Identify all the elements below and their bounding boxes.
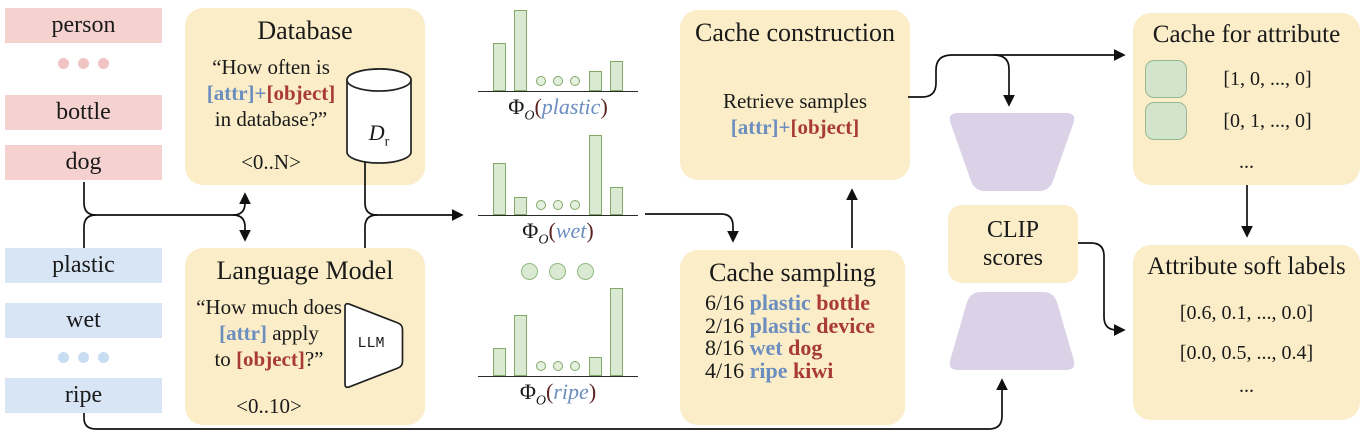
cache-for-attribute-title: Cache for attribute: [1152, 21, 1341, 48]
histogram-label: ΦO(wet): [522, 218, 594, 248]
histogram-bar: [610, 187, 623, 215]
language-model-question: “How much does [attr] apply to [object]?…: [196, 295, 342, 371]
attribute-box: wet: [5, 303, 162, 338]
arrow-clip-scores-to-soft-labels: [1078, 242, 1126, 336]
histogram-label: ΦO(plastic): [508, 94, 608, 124]
histogram-bar: [589, 71, 602, 91]
clip-scores-line1: CLIP: [986, 217, 1039, 243]
database-output-range: <0..N>: [241, 150, 301, 174]
histogram-bar: [514, 315, 527, 376]
cache-construction-text: Retrieve samples [attr]+[object]: [722, 89, 868, 139]
histogram-plastic: ΦO(plastic): [478, 0, 638, 123]
database-panel: Database “How often is [attr]+[object] i…: [185, 8, 425, 185]
cache-construction-panel: Cache construction Retrieve samples [att…: [680, 10, 910, 180]
language-model-output-range: <0..10>: [236, 394, 302, 418]
attribute-box: ripe: [5, 378, 162, 413]
object-box: bottle: [5, 95, 162, 130]
histogram-label: ΦO(ripe): [519, 379, 597, 409]
object-box: dog: [5, 145, 162, 180]
cache-vectors-ellipsis: ...: [1239, 151, 1254, 173]
arrow-histograms-to-cache-sampling: [645, 213, 739, 243]
text-encoder-label: ft: [1005, 315, 1019, 346]
visual-encoder-label: fv: [1004, 136, 1020, 167]
histogram-bar: [514, 197, 527, 215]
line-language-model-to-histograms: [364, 214, 378, 248]
histograms-ellipsis-dots: [521, 263, 594, 280]
histogram-bar: [589, 357, 602, 376]
clip-scores-box: CLIP scores: [948, 205, 1078, 283]
cache-sampling-row: 4/16 ripe kiwi: [705, 357, 834, 383]
histogram-bar: [589, 135, 602, 215]
soft-label-rows: [0.6, 0.1, ..., 0.0] [0.0, 0.5, ..., 0.4]: [1133, 293, 1360, 373]
cache-sampling-row: 2/16 plastic device: [705, 312, 875, 338]
language-model-title: Language Model: [216, 256, 394, 285]
database-cylinder-icon: Dr: [343, 66, 415, 168]
histogram-ellipsis-dots: [536, 361, 580, 371]
objects-ellipsis-dots: [5, 58, 162, 69]
histogram-bar: [493, 163, 506, 215]
cylinder-label: Dr: [368, 120, 390, 150]
arrow-branch-to-visual-encoder: [993, 54, 1015, 107]
language-model-panel: Language Model “How much does [attr] app…: [185, 248, 425, 425]
cached-sample-square: [1145, 60, 1187, 98]
histogram-ellipsis-dots: [536, 76, 580, 86]
attribute-soft-labels-title: Attribute soft labels: [1147, 253, 1346, 280]
soft-label-row: [0.6, 0.1, ..., 0.0]: [1179, 302, 1314, 324]
histogram-ellipsis-dots: [536, 200, 580, 210]
database-title: Database: [257, 16, 353, 45]
arrow-dog-to-merge: [83, 182, 251, 216]
cache-vector-row: [1, 0, ..., 0]: [1145, 58, 1348, 100]
histogram-ripe: ΦO(ripe): [478, 281, 638, 408]
cache-vector-row: [0, 1, ..., 0]: [1145, 100, 1348, 142]
llm-chip-label: LLM: [357, 335, 385, 352]
clip-scores-line2: scores: [983, 245, 1043, 271]
attribute-box: plastic: [5, 248, 162, 283]
cache-sampling-row: 8/16 wet dog: [705, 335, 823, 360]
cache-construction-title: Cache construction: [695, 18, 895, 47]
histogram-bar: [493, 43, 506, 91]
object-box: person: [5, 8, 162, 43]
histogram-bar: [610, 61, 623, 91]
histogram-bar: [493, 348, 506, 376]
soft-labels-ellipsis: ...: [1239, 375, 1254, 397]
cache-sampling-title: Cache sampling: [709, 258, 876, 287]
arrow-merge-to-language-model: [232, 214, 251, 242]
histogram-wet: ΦO(wet): [478, 120, 638, 247]
line-plastic-to-merge: [83, 214, 97, 248]
histogram-bar: [610, 288, 623, 376]
soft-label-row: [0.0, 0.5, ..., 0.4]: [1179, 342, 1314, 364]
cache-sampling-row: 6/16 plastic bottle: [705, 290, 871, 315]
histogram-bar: [514, 10, 527, 91]
cached-sample-square: [1145, 102, 1187, 140]
arrow-cache-construction-to-cache-for-attribute: [908, 49, 1126, 98]
cache-for-attribute-panel: Cache for attribute [1, 0, ..., 0][0, 1,…: [1133, 13, 1360, 185]
llm-chip-icon: LLM: [343, 298, 407, 392]
cache-vector-rows: [1, 0, ..., 0][0, 1, ..., 0]: [1145, 58, 1348, 142]
attribute-soft-labels-panel: Attribute soft labels [0.6, 0.1, ..., 0.…: [1133, 245, 1360, 420]
database-question: “How often is [attr]+[object] in databas…: [206, 55, 336, 131]
attributes-ellipsis-dots: [5, 352, 162, 363]
